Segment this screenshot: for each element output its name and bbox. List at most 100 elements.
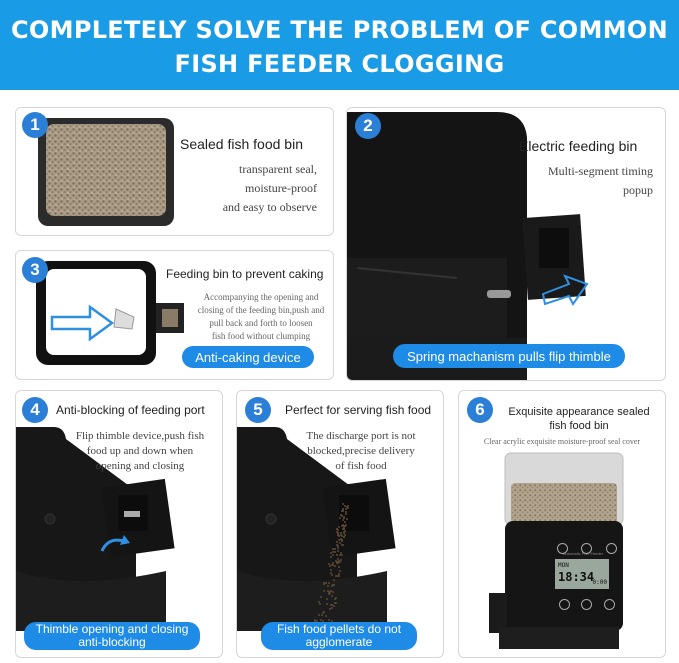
badge-1: 1 <box>22 112 48 138</box>
food-pellet <box>335 553 338 556</box>
food-pellet <box>314 618 317 621</box>
feature-5-caption: Fish food pellets do not agglomerate <box>261 622 417 650</box>
badge-4: 4 <box>22 397 48 423</box>
food-pellet <box>323 589 326 592</box>
feature-6-subtitle: Clear acrylic exquisite moisture-proof s… <box>483 437 641 446</box>
feature-2-title: Electric feeding bin <box>519 138 638 154</box>
food-pellet <box>339 541 342 544</box>
badge-2: 2 <box>355 113 381 139</box>
food-pellet <box>337 574 340 577</box>
feeder-lcd-screen: MON 18:34 0:00 <box>555 559 609 589</box>
food-pellet <box>321 620 324 623</box>
food-pellet <box>334 574 337 577</box>
food-pellet <box>328 619 331 622</box>
food-pellet <box>337 565 340 568</box>
food-pellet <box>344 510 347 513</box>
fish-food-serving-image <box>237 427 396 631</box>
food-pellet <box>339 514 342 517</box>
food-pellet <box>338 538 341 541</box>
feature-1-title: Sealed fish food bin <box>180 136 303 152</box>
food-pellet <box>330 551 333 554</box>
food-pellet <box>341 515 344 518</box>
food-pellet <box>342 535 345 538</box>
food-pellet <box>339 531 342 534</box>
food-pellet <box>330 574 333 577</box>
food-pellet <box>339 534 342 537</box>
food-pellet <box>343 533 346 536</box>
food-pellet <box>342 544 345 547</box>
food-pellet <box>334 547 337 550</box>
food-pellet <box>342 503 345 506</box>
feature-2-caption: Spring machanism pulls flip thimble <box>393 344 625 368</box>
food-pellet <box>333 550 336 553</box>
food-pellet <box>329 555 332 558</box>
food-pellet <box>333 564 336 567</box>
food-pellet <box>338 534 341 537</box>
electric-bin-image <box>347 112 589 380</box>
food-pellet <box>318 600 321 603</box>
anti-blocking-image <box>16 427 175 631</box>
food-bin-image <box>38 118 174 226</box>
food-pellet <box>343 524 345 527</box>
food-pellet <box>330 564 333 567</box>
food-pellet <box>328 582 331 585</box>
badge-6: 6 <box>467 397 493 423</box>
feature-4-caption: Thimble opening and closing anti-blockin… <box>24 622 200 650</box>
food-pellet <box>321 612 324 615</box>
food-pellet <box>344 524 347 527</box>
food-pellet <box>331 585 334 588</box>
food-pellet <box>327 584 330 587</box>
food-pellet <box>331 550 334 553</box>
food-pellet <box>340 553 343 556</box>
food-pellet <box>332 584 335 587</box>
food-pellet <box>341 538 344 541</box>
feature-card-3: 3 Feeding bin to prevent caking Accompan… <box>15 250 334 380</box>
food-pellet <box>330 620 333 623</box>
food-pellet <box>337 534 340 537</box>
food-pellet <box>344 523 347 526</box>
food-pellet <box>328 563 331 566</box>
food-pellet <box>333 602 336 605</box>
food-pellet <box>337 549 340 552</box>
food-pellet <box>339 569 342 572</box>
feature-2-desc: Multi-segment timing popup <box>548 164 653 197</box>
food-pellet <box>338 560 341 563</box>
feature-card-1: 1 Sealed fish food bin transparent seal,… <box>15 107 334 236</box>
food-pellet <box>342 524 345 527</box>
food-pellet <box>336 529 339 532</box>
food-pellet <box>337 546 340 549</box>
feature-3-caption: Anti-caking device <box>182 346 314 368</box>
food-pellet <box>330 594 333 597</box>
food-pellet <box>325 597 328 600</box>
anti-caking-bin-image <box>36 261 184 365</box>
food-pellet <box>343 531 346 534</box>
feature-1-desc: transparent seal, moisture-proof and eas… <box>222 162 317 214</box>
food-pellet <box>341 510 344 513</box>
feature-card-2: 2 Electric feeding bin Multi-segment tim… <box>346 107 666 381</box>
food-pellet <box>337 573 340 576</box>
food-pellet <box>345 512 348 515</box>
food-pellet <box>332 604 335 607</box>
food-pellet <box>319 595 322 598</box>
header-banner: COMPLETELY SOLVE THE PROBLEM OF COMMON F… <box>0 0 679 90</box>
food-pellet <box>344 521 347 524</box>
banner-title-line2: FISH FEEDER CLOGGING <box>174 50 505 78</box>
food-pellet <box>329 568 332 571</box>
food-pellet <box>332 548 335 551</box>
feeder-top-buttons <box>557 541 617 559</box>
badge-3: 3 <box>22 257 48 283</box>
feature-6-title: Exquisite appearance sealed fish food bi… <box>508 406 650 432</box>
food-pellet <box>341 528 344 531</box>
food-pellet <box>332 554 335 557</box>
food-pellet <box>328 591 331 594</box>
food-pellet <box>335 530 338 533</box>
food-pellet <box>343 505 346 508</box>
food-pellet <box>332 591 335 594</box>
food-pellet <box>338 559 341 562</box>
food-pellet <box>330 590 333 593</box>
lcd-time: 18:34 <box>558 570 595 584</box>
food-pellet <box>336 531 339 534</box>
food-pellet <box>328 607 331 610</box>
food-pellet <box>318 614 321 617</box>
food-pellet <box>342 526 345 529</box>
